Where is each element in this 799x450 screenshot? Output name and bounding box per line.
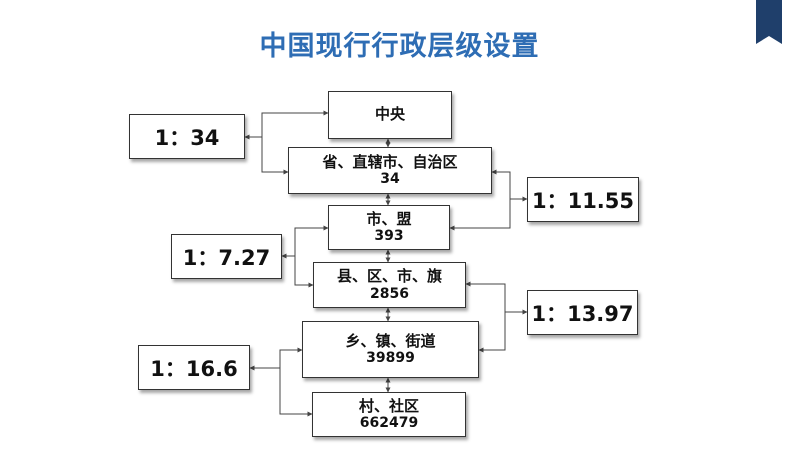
- ratio-connector: [261, 137, 289, 175]
- level-count: 2856: [370, 285, 409, 302]
- ratio-connector: [281, 225, 329, 259]
- ratio-box: 1：34: [129, 114, 245, 159]
- ratio-connector: [491, 169, 528, 202]
- ratio-box: 1：11.55: [527, 177, 639, 222]
- level-label: 村、社区: [358, 396, 419, 415]
- ratio-connector: [449, 199, 511, 231]
- level-label: 市、盟: [366, 209, 412, 228]
- level-box-township: 乡、镇、街道 39899: [302, 321, 479, 378]
- level-box-central: 中央: [328, 91, 452, 139]
- level-count: 39899: [366, 350, 415, 367]
- ratio-box: 1：7.27: [171, 234, 282, 279]
- level-count: 34: [380, 171, 400, 188]
- page-title: 中国现行行政层级设置: [259, 31, 540, 62]
- ratio-box: 1：16.6: [138, 345, 250, 390]
- level-count: 393: [374, 228, 404, 245]
- ratio-connector: [244, 110, 329, 140]
- level-box-province: 省、直辖市、自治区 34: [288, 147, 492, 194]
- corner-tab-icon: [756, 0, 782, 44]
- level-count: 662479: [359, 415, 419, 432]
- level-box-city: 市、盟 393: [328, 205, 450, 250]
- level-label: 县、区、市、旗: [336, 267, 442, 286]
- ratio-connector: [249, 347, 303, 371]
- level-box-village: 村、社区 662479: [312, 392, 466, 437]
- level-box-county: 县、区、市、旗 2856: [313, 262, 466, 308]
- ratio-connector: [294, 256, 314, 288]
- ratio-connector: [279, 368, 313, 417]
- ratio-connector: [478, 312, 506, 353]
- level-label: 省、直辖市、自治区: [322, 152, 458, 171]
- level-label: 乡、镇、街道: [345, 331, 436, 350]
- level-label: 中央: [374, 105, 405, 124]
- ratio-connector: [465, 281, 528, 315]
- ratio-box: 1：13.97: [527, 290, 638, 335]
